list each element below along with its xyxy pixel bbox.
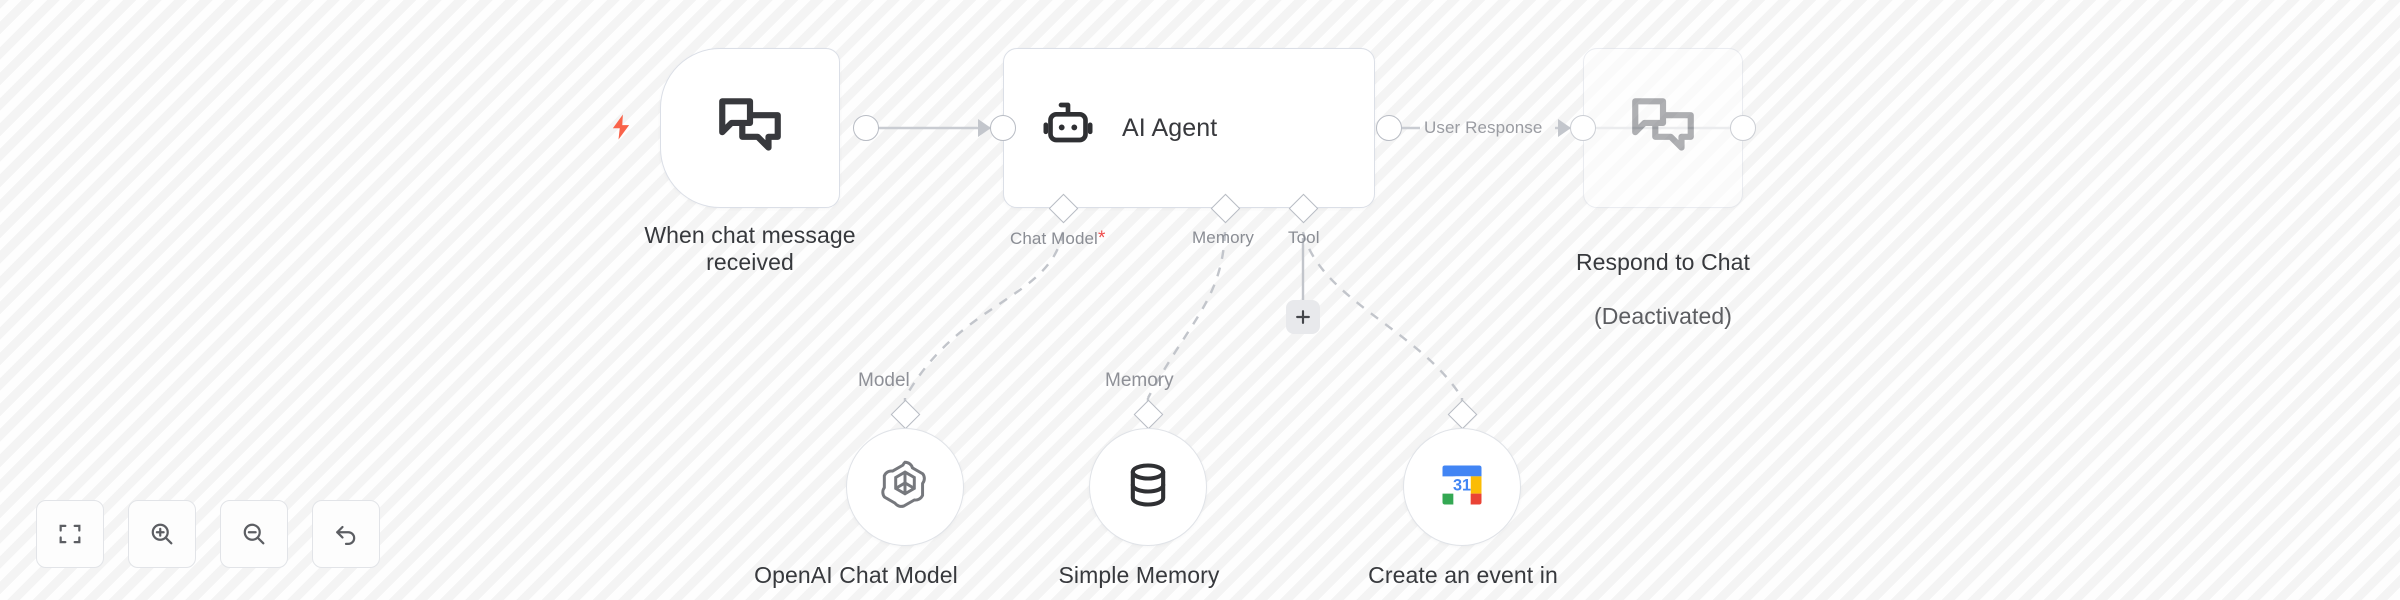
- trigger-output-endpoint[interactable]: [853, 115, 879, 141]
- node-openai-chat-model[interactable]: [846, 428, 964, 546]
- node-label-respond-to-chat: Respond to Chat (Deactivated): [1473, 222, 1853, 358]
- fit-to-view-button[interactable]: [36, 500, 104, 568]
- sub-port-label-memory: Memory: [1105, 370, 1174, 391]
- sub-port-label-model: Model: [858, 370, 910, 391]
- zoom-in-button[interactable]: [128, 500, 196, 568]
- sub-node-label-create-an-event-in: Create an event in: [1368, 562, 1558, 588]
- edge-arrow-to-respond: [1558, 119, 1571, 137]
- sub-port-openai-chat-model[interactable]: [890, 399, 921, 430]
- chat-bubbles-icon: [713, 89, 787, 168]
- add-tool-button[interactable]: [1286, 300, 1320, 334]
- openai-logo-icon: [874, 454, 936, 521]
- node-when-chat-message-received[interactable]: [660, 48, 840, 208]
- agent-output-endpoint[interactable]: [1376, 115, 1402, 141]
- zoom-out-button[interactable]: [220, 500, 288, 568]
- sub-port-simple-memory[interactable]: [1133, 399, 1164, 430]
- node-ai-agent[interactable]: AI Agent: [1003, 48, 1375, 208]
- agent-input-endpoint[interactable]: [990, 115, 1016, 141]
- robot-icon: [1040, 98, 1096, 159]
- google-calendar-icon: 31: [1436, 459, 1488, 516]
- chat-bubbles-icon: [1626, 89, 1700, 168]
- sub-node-label-simple-memory: Simple Memory: [1058, 562, 1220, 588]
- node-simple-memory[interactable]: [1089, 428, 1207, 546]
- svg-text:31: 31: [1453, 476, 1471, 494]
- database-icon: [1122, 459, 1174, 516]
- node-create-an-event-in[interactable]: 31: [1403, 428, 1521, 546]
- edge-label-user-response: User Response: [1424, 118, 1543, 137]
- node-respond-to-chat[interactable]: [1583, 48, 1743, 208]
- reset-zoom-button[interactable]: [312, 500, 380, 568]
- trigger-lightning-icon: [606, 108, 636, 151]
- respond-input-endpoint[interactable]: [1570, 115, 1596, 141]
- agent-port-label-chat-model: Chat Model*: [1010, 228, 1106, 249]
- node-label-ai-agent: AI Agent: [1122, 113, 1218, 142]
- sub-node-label-openai-chat-model: OpenAI Chat Model: [754, 562, 958, 588]
- edge-arrow-to-agent: [978, 119, 991, 137]
- canvas-toolbar: [36, 500, 380, 568]
- respond-title-line-2: (Deactivated): [1593, 303, 1733, 330]
- sub-port-google-calendar[interactable]: [1447, 399, 1478, 430]
- respond-output-endpoint[interactable]: [1730, 115, 1756, 141]
- agent-port-label-memory: Memory: [1192, 228, 1254, 247]
- agent-port-label-tool: Tool: [1288, 228, 1320, 247]
- node-label-chat-trigger: When chat message received: [644, 222, 856, 276]
- respond-title-line-1: Respond to Chat: [1575, 249, 1751, 276]
